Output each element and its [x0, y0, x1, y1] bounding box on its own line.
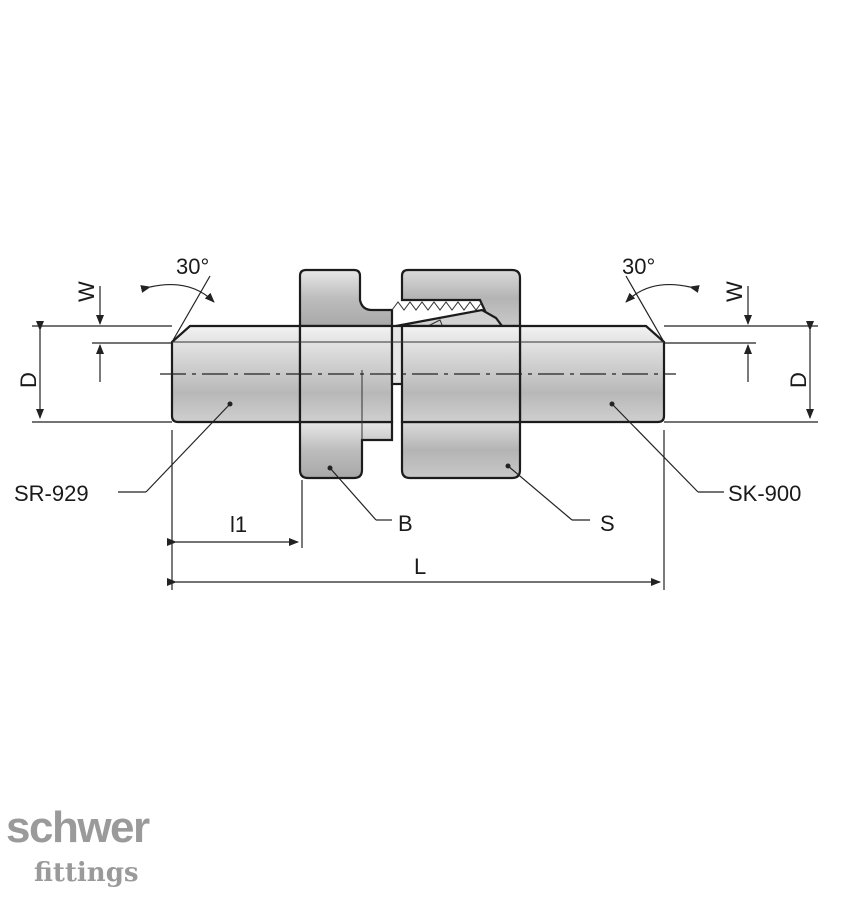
- l-label: L: [414, 554, 426, 579]
- angle-left-label: 30°: [176, 254, 209, 279]
- l1-label: l1: [230, 512, 247, 537]
- ferrule: [395, 308, 505, 328]
- part-left-label: SR-929: [14, 481, 89, 506]
- d-right-label: D: [786, 372, 811, 388]
- leader-dot-left: [227, 401, 233, 407]
- logo-main-text: schwer: [6, 803, 150, 852]
- part-right-label: SK-900: [728, 481, 801, 506]
- w-left-label: W: [74, 281, 99, 302]
- bulkhead-hex-upper: [298, 268, 394, 328]
- nut-lower: [400, 420, 522, 480]
- b-label: B: [398, 511, 413, 536]
- w-right-label: W: [722, 281, 747, 302]
- leader-dot-b: [327, 465, 333, 471]
- leader-dot-right: [609, 401, 615, 407]
- nut-upper: [400, 268, 522, 328]
- labels: 30° 30° W W D D SR-929 SK-900 B S l1 L: [14, 254, 811, 579]
- brand-logo: schwer fittings: [6, 806, 186, 896]
- d-left-label: D: [16, 372, 41, 388]
- logo-sub-text: fittings: [34, 858, 139, 888]
- leader-lines: [118, 401, 724, 521]
- fitting-body: [160, 268, 676, 480]
- dimension-lines: [32, 275, 818, 590]
- angle-right-label: 30°: [622, 254, 655, 279]
- s-label: S: [600, 511, 615, 536]
- leader-dot-s: [505, 463, 511, 469]
- thread: [391, 301, 483, 311]
- bulkhead-hex-lower: [298, 420, 394, 480]
